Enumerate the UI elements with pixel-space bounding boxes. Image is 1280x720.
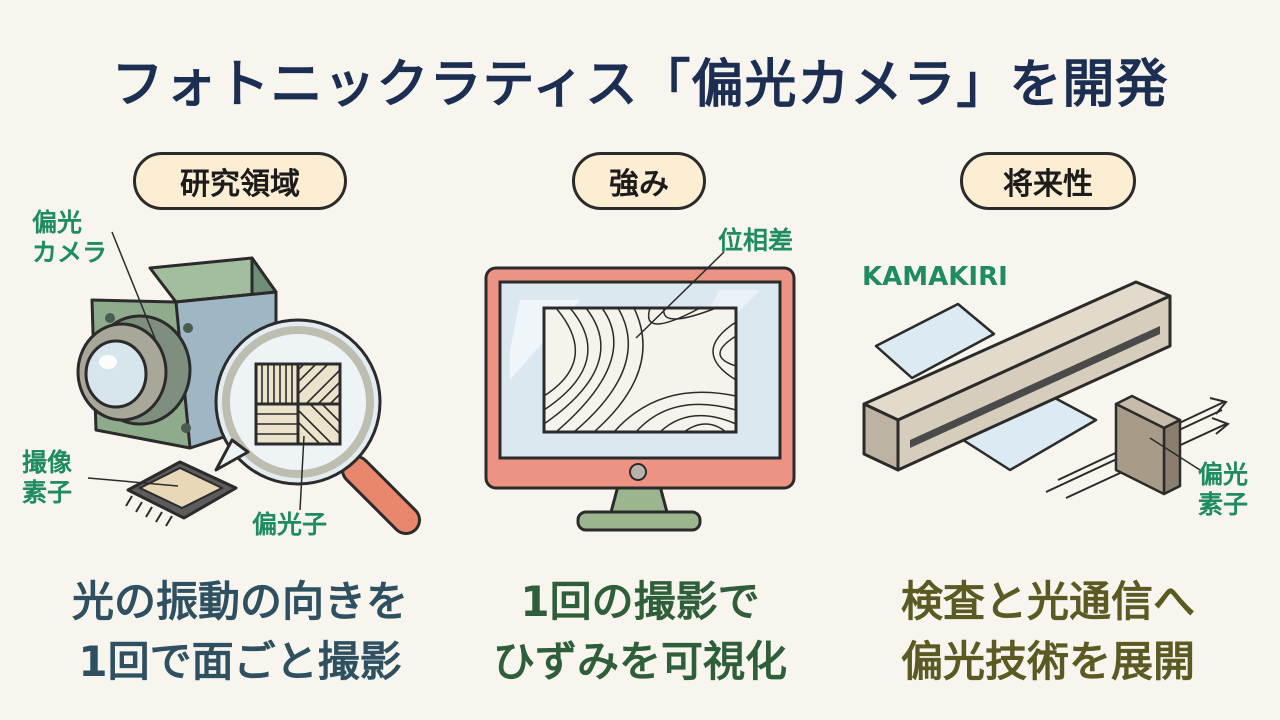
label-kamakiri: KAMAKIRI: [862, 262, 1008, 292]
caption-research-area: 光の振動の向きを 1回で面ごと撮影: [71, 577, 408, 686]
caption-future: 検査と光通信へ 偏光技術を展開: [900, 577, 1195, 686]
label-polarizer: 偏光子: [252, 510, 328, 539]
heading-future: 将来性: [960, 152, 1136, 210]
page-title: フォトニックラティス「偏光カメラ」を開発: [111, 55, 1169, 115]
label-polarizing-element: 偏光 素子: [1198, 460, 1249, 519]
label-image-sensor: 撮像 素子: [22, 448, 73, 507]
polarization-camera-illustration: [76, 231, 421, 535]
label-phase-difference: 位相差: [718, 226, 794, 255]
kamakiri-scanner-illustration: [862, 280, 1230, 499]
heading-strength: 強み: [572, 152, 706, 210]
phase-difference-monitor-illustration: [484, 251, 796, 532]
caption-strength: 1回の撮影で ひずみを可視化: [492, 577, 787, 686]
heading-research-area: 研究領域: [133, 152, 347, 210]
label-polarization-camera: 偏光 カメラ: [32, 208, 108, 267]
